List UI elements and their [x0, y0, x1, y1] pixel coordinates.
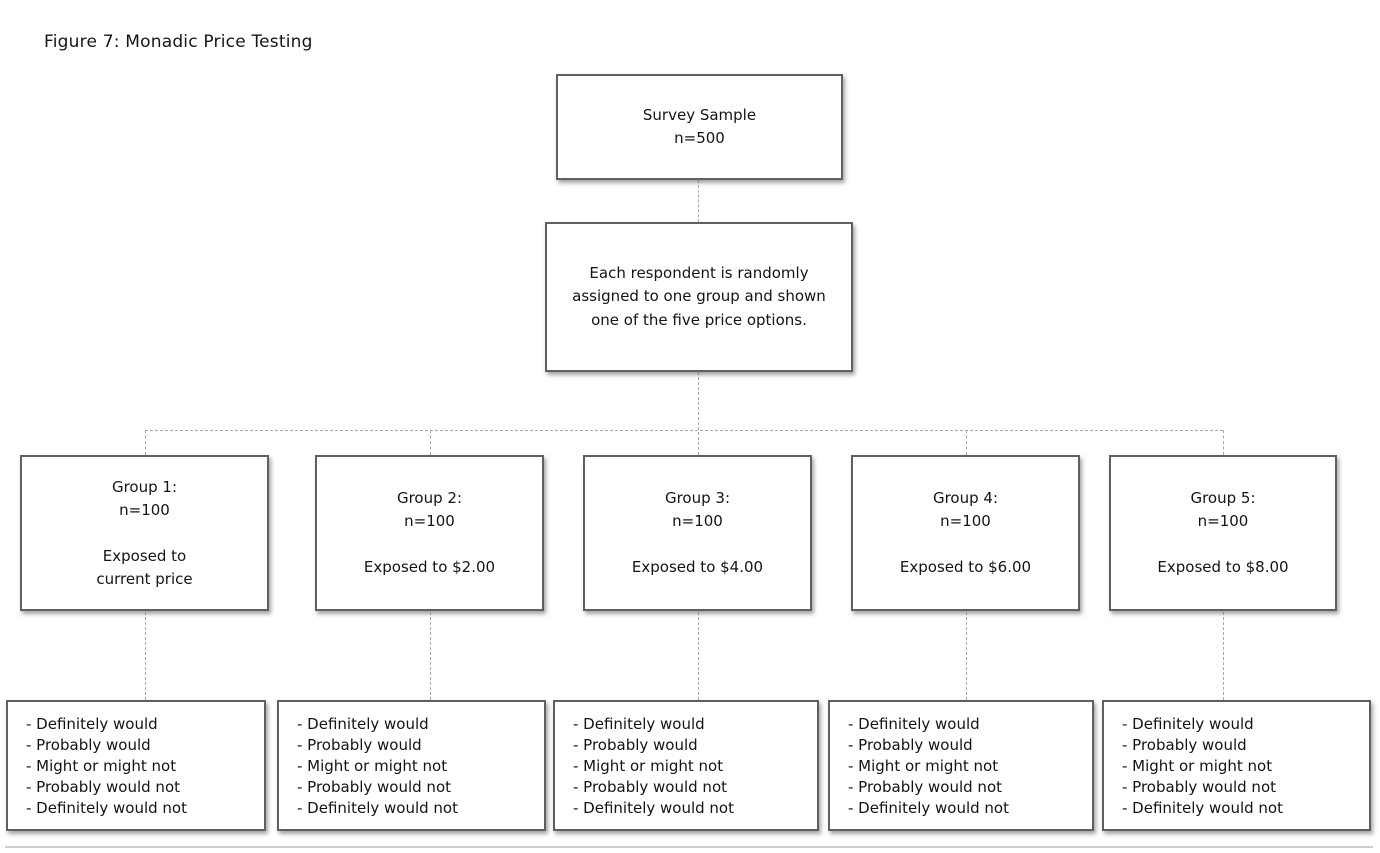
scale-option: - Definitely would [26, 715, 158, 733]
group-2-exposure: Exposed to $2.00 [363, 558, 496, 576]
connector-group-5-to-scale [1223, 612, 1224, 700]
scale-option: - Probably would [297, 736, 422, 754]
group-3-title: Group 3: [664, 489, 731, 507]
scale-option: - Might or might not [26, 757, 177, 775]
group-1-exposure-line-2: current price [96, 569, 193, 588]
group-4-exposure: Exposed to $6.00 [899, 558, 1032, 576]
scale-option: - Probably would [1122, 736, 1247, 754]
group-3-spacer [585, 533, 810, 556]
group-1-spacer [22, 522, 267, 545]
scale-option: - Probably would [848, 736, 973, 754]
connector-group-4-to-scale [966, 612, 967, 700]
scale-option: - Might or might not [297, 757, 448, 775]
scale-box-group-5: - Definitely would - Probably would - Mi… [1102, 700, 1371, 831]
connector-drop-group-2 [430, 430, 431, 455]
scale-option: - Definitely would [573, 715, 705, 733]
scale-box-group-3: - Definitely would - Probably would - Mi… [553, 700, 819, 831]
group-1-title: Group 1: [111, 477, 178, 496]
scale-option: - Might or might not [848, 757, 999, 775]
survey-sample-n: n=500 [674, 129, 725, 147]
group-4-spacer [853, 533, 1078, 556]
scale-option: - Probably would not [1122, 778, 1276, 796]
scale-option: - Definitely would [848, 715, 980, 733]
group-4-box: Group 4: n=100 Exposed to $6.00 [851, 455, 1080, 611]
connector-assignment-to-spread [698, 372, 699, 455]
connector-group-3-to-scale [698, 612, 699, 700]
scale-option: - Definitely would [1122, 715, 1254, 733]
group-3-n: n=100 [672, 512, 723, 530]
group-5-n: n=100 [1197, 512, 1249, 530]
group-3-exposure: Exposed to $4.00 [631, 558, 764, 576]
scale-box-group-2: - Definitely would - Probably would - Mi… [277, 700, 546, 831]
scale-option: - Probably would not [573, 778, 727, 796]
survey-sample-box: Survey Sample n=500 [556, 74, 843, 180]
connector-horizontal-spread [145, 430, 1223, 431]
connector-survey-to-assignment [698, 180, 699, 222]
group-5-box: Group 5: n=100 Exposed to $8.00 [1109, 455, 1337, 611]
assignment-line-3: one of the five price options. [591, 310, 807, 329]
page-bottom-rule [5, 846, 1373, 848]
scale-box-group-4: - Definitely would - Probably would - Mi… [828, 700, 1094, 831]
figure-title: Figure 7: Monadic Price Testing [44, 32, 313, 52]
group-1-box: Group 1: n=100 Exposed to current price [20, 455, 269, 611]
survey-sample-label: Survey Sample [642, 106, 757, 124]
group-3-box: Group 3: n=100 Exposed to $4.00 [583, 455, 812, 611]
group-2-n: n=100 [404, 512, 455, 530]
group-5-exposure: Exposed to $8.00 [1157, 558, 1289, 576]
group-5-title: Group 5: [1190, 489, 1256, 507]
connector-drop-group-5 [1223, 430, 1224, 455]
connector-group-2-to-scale [430, 612, 431, 700]
scale-option: - Definitely would not [573, 799, 734, 817]
group-1-n: n=100 [119, 500, 170, 519]
scale-option: - Probably would not [848, 778, 1002, 796]
scale-option: - Might or might not [573, 757, 724, 775]
scale-option: - Definitely would not [848, 799, 1009, 817]
group-2-box: Group 2: n=100 Exposed to $2.00 [315, 455, 544, 611]
connector-drop-group-4 [966, 430, 967, 455]
group-2-spacer [317, 533, 542, 556]
scale-option: - Might or might not [1122, 757, 1273, 775]
scale-option: - Probably would [26, 736, 151, 754]
scale-option: - Definitely would [297, 715, 429, 733]
scale-option: - Definitely would not [1122, 799, 1283, 817]
assignment-box: Each respondent is randomly assigned to … [545, 222, 853, 372]
assignment-line-1: Each respondent is randomly [589, 263, 809, 282]
scale-option: - Probably would not [297, 778, 451, 796]
scale-box-group-1: - Definitely would - Probably would - Mi… [6, 700, 266, 831]
group-1-exposure-line-1: Exposed to [102, 546, 187, 565]
group-5-spacer [1111, 533, 1335, 556]
scale-option: - Definitely would not [26, 799, 187, 817]
group-2-title: Group 2: [396, 489, 463, 507]
group-4-title: Group 4: [932, 489, 999, 507]
scale-option: - Probably would not [26, 778, 180, 796]
connector-drop-group-1 [145, 430, 146, 455]
connector-group-1-to-scale [145, 612, 146, 700]
assignment-line-2: assigned to one group and shown [572, 287, 826, 306]
group-4-n: n=100 [940, 512, 991, 530]
scale-option: - Definitely would not [297, 799, 458, 817]
scale-option: - Probably would [573, 736, 698, 754]
